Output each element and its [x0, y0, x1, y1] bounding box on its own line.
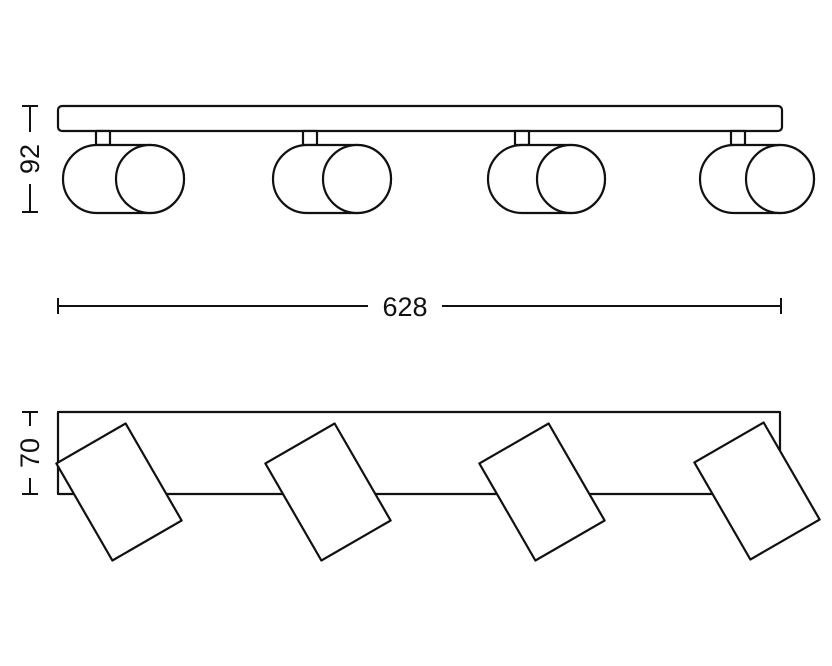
spotlight-front-1 [61, 129, 186, 215]
side-view [55, 410, 821, 562]
dimension-label-height-top: 92 [15, 144, 45, 174]
dimension-width: 628 [57, 292, 782, 322]
spotlight-front-3 [486, 129, 607, 215]
side-bar [56, 410, 782, 496]
front-bar [56, 104, 784, 133]
spotlight-side-2 [264, 422, 392, 562]
front-view [56, 104, 816, 215]
dimension-height-bottom: 70 [15, 411, 45, 495]
dimension-label-height-bottom: 70 [15, 438, 45, 468]
spotlight-side-4 [693, 421, 821, 561]
spotlight-front-2 [271, 129, 393, 215]
spotlight-front-4 [698, 129, 816, 215]
spotlight-side-3 [478, 422, 606, 562]
dimension-label-width: 628 [382, 292, 427, 322]
dimension-height-top: 92 [15, 105, 45, 213]
spotlight-side-1 [55, 422, 183, 562]
